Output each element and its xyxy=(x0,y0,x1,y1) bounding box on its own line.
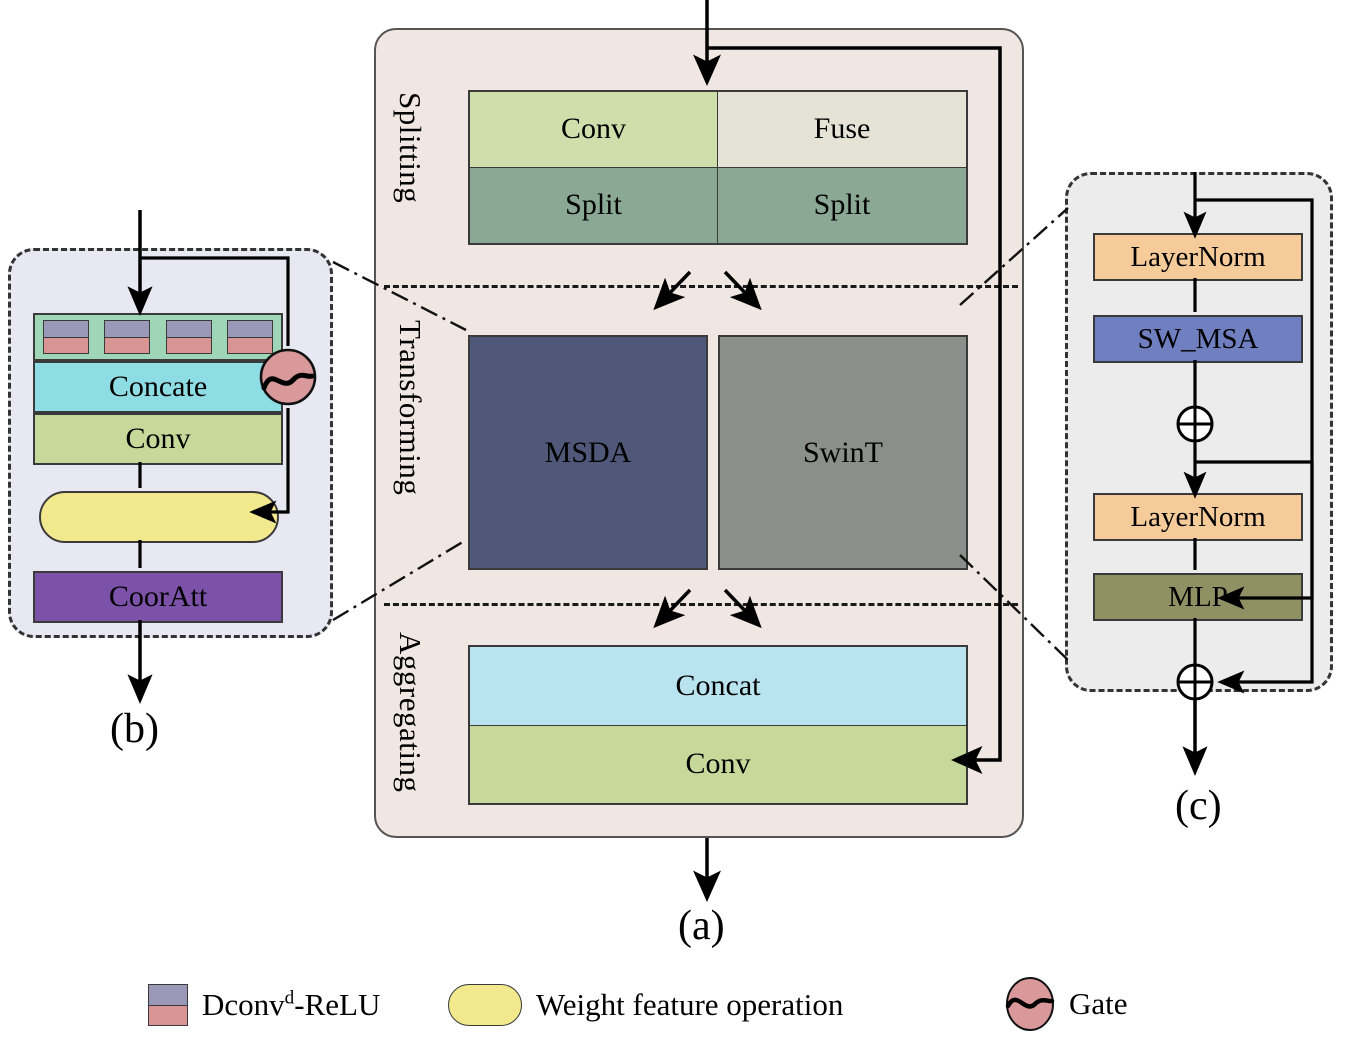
dconv-relu-band[interactable] xyxy=(33,313,283,361)
block-sw-msa[interactable]: SW_MSA xyxy=(1093,315,1303,363)
block-split-left[interactable]: Split xyxy=(470,167,718,243)
block-split-right[interactable]: Split xyxy=(718,167,966,243)
legend-item-dconv: Dconvd-ReLU xyxy=(148,984,380,1026)
panel-b-container: Concate Conv CoorAtt xyxy=(8,248,333,638)
panel-label-a: (a) xyxy=(678,903,725,949)
legend: Dconvd-ReLU Weight feature operation Gat… xyxy=(0,966,1350,1045)
panel-a-container: Splitting Transforming Aggregating Conv … xyxy=(374,28,1024,838)
block-conv-split[interactable]: Conv xyxy=(470,92,718,168)
dconv-relu-icon xyxy=(227,320,274,354)
panel-label-b: (b) xyxy=(110,706,159,752)
block-concat[interactable]: Concat xyxy=(470,647,966,726)
section-label-aggregating: Aggregating xyxy=(393,632,428,793)
divider-transforming-aggregating xyxy=(384,603,1018,606)
block-layernorm-2[interactable]: LayerNorm xyxy=(1093,493,1303,541)
block-mlp[interactable]: MLP xyxy=(1093,573,1303,621)
dconv-relu-swatch-icon xyxy=(148,984,188,1026)
legend-item-gate: Gate xyxy=(1005,976,1128,1032)
block-swint[interactable]: SwinT xyxy=(718,335,968,570)
block-layernorm-1[interactable]: LayerNorm xyxy=(1093,233,1303,281)
block-fuse[interactable]: Fuse xyxy=(718,92,966,168)
gate-circle-icon xyxy=(1005,977,1055,1031)
splitting-grid: Conv Fuse Split Split xyxy=(468,90,968,245)
legend-label-weight-feature: Weight feature operation xyxy=(536,987,844,1022)
block-conv-aggr[interactable]: Conv xyxy=(470,725,966,803)
aggregating-stack: Concat Conv xyxy=(468,645,968,805)
legend-item-weight-feature: Weight feature operation xyxy=(448,984,843,1026)
dconv-relu-icon xyxy=(104,320,151,354)
section-label-splitting: Splitting xyxy=(393,92,428,204)
block-msda[interactable]: MSDA xyxy=(468,335,708,570)
weight-feature-pill-icon xyxy=(448,984,522,1026)
block-cooratt[interactable]: CoorAtt xyxy=(33,571,283,623)
section-label-transforming: Transforming xyxy=(393,320,428,496)
dconv-relu-icon xyxy=(42,320,89,354)
panel-c-container: LayerNorm SW_MSA LayerNorm MLP xyxy=(1065,172,1333,692)
block-concate[interactable]: Concate xyxy=(33,361,283,413)
block-conv-panelb[interactable]: Conv xyxy=(33,413,283,465)
divider-splitting-transforming xyxy=(384,285,1018,288)
block-weight-feature-operation[interactable] xyxy=(39,491,279,543)
legend-label-gate: Gate xyxy=(1069,986,1128,1021)
panel-label-c: (c) xyxy=(1175,783,1222,829)
dconv-relu-icon xyxy=(165,320,212,354)
legend-label-dconv: Dconvd-ReLU xyxy=(202,987,381,1022)
